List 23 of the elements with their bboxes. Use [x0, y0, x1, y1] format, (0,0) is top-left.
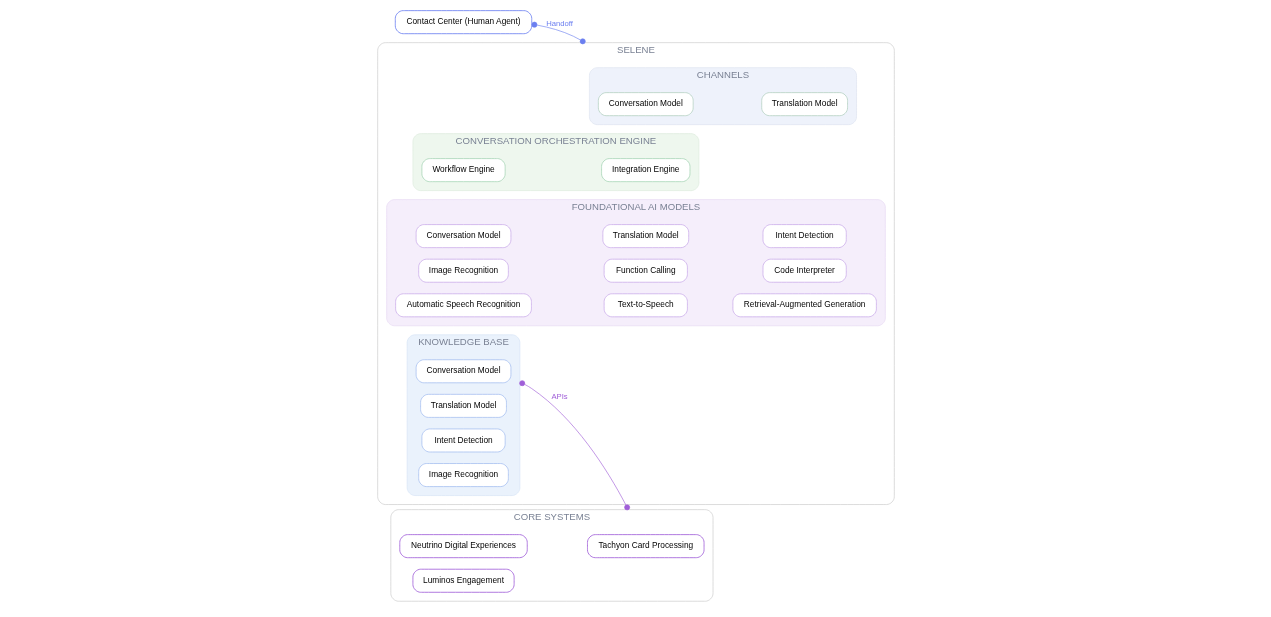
node-box: Tachyon Card Processing	[586, 534, 704, 559]
node-box: Translation Model	[601, 224, 689, 249]
node-box: Workflow Engine	[420, 158, 506, 183]
connector	[531, 21, 586, 45]
node-box: Conversation Model	[415, 224, 511, 249]
node-box: Integration Engine	[600, 158, 690, 183]
node-box: Text-to-Speech	[603, 293, 688, 318]
node-box: Automatic Speech Recognition	[394, 293, 532, 318]
node-box: Image Recognition	[417, 463, 509, 487]
node-box: Image Recognition	[417, 258, 509, 283]
node-box: Function Calling	[603, 258, 688, 283]
connector	[518, 380, 630, 511]
node-box: Translation Model	[419, 393, 507, 418]
node-box: Conversation Model	[415, 359, 511, 384]
node-box: Luminos Engagement	[412, 568, 515, 593]
node-box: Neutrino Digital Experiences	[398, 534, 528, 559]
node-box: Translation Model	[760, 92, 848, 117]
node-box: Intent Detection	[762, 224, 847, 249]
node-box: Intent Detection	[420, 428, 506, 453]
node-box: Contact Center (Human Agent)	[394, 10, 532, 35]
node-box: Code Interpreter	[762, 258, 847, 283]
node-box: Retrieval-Augmented Generation	[731, 293, 877, 318]
node-box: Conversation Model	[597, 92, 694, 117]
